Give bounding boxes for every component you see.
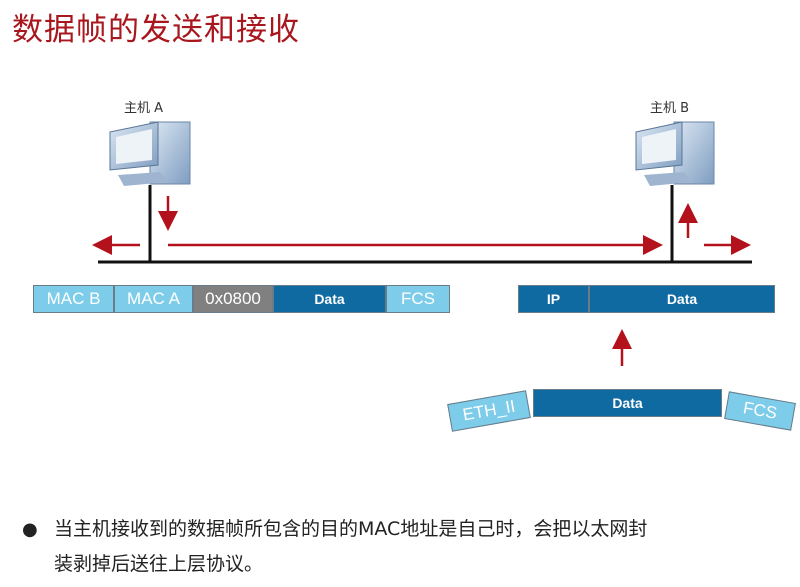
bullet-point: ● 当主机接收到的数据帧所包含的目的MAC地址是自己时，会把以太网封 装剥掉后送… — [22, 512, 792, 582]
frame-field-type: 0x0800 — [193, 285, 273, 313]
frame-field-dest-mac: MAC B — [33, 285, 114, 313]
packet-field-ip: IP — [518, 285, 589, 313]
host-b-label: 主机 B — [650, 101, 690, 116]
host-b-computer-icon — [635, 121, 715, 186]
frame-field-src-mac: MAC A — [114, 285, 193, 313]
bullet-text-line1: 当主机接收到的数据帧所包含的目的MAC地址是自己时，会把以太网封 — [54, 518, 648, 540]
bullet-text-line2: 装剥掉后送往上层协议。 — [54, 553, 264, 575]
host-a-label: 主机 A — [124, 101, 164, 116]
bullet-icon: ● — [22, 519, 38, 540]
received-data: Data — [533, 389, 722, 417]
packet-field-data: Data — [589, 285, 775, 313]
host-a-computer-icon — [109, 121, 191, 186]
page-title: 数据帧的发送和接收 — [12, 12, 300, 48]
frame-field-fcs: FCS — [386, 285, 450, 313]
frame-field-data: Data — [273, 285, 386, 313]
